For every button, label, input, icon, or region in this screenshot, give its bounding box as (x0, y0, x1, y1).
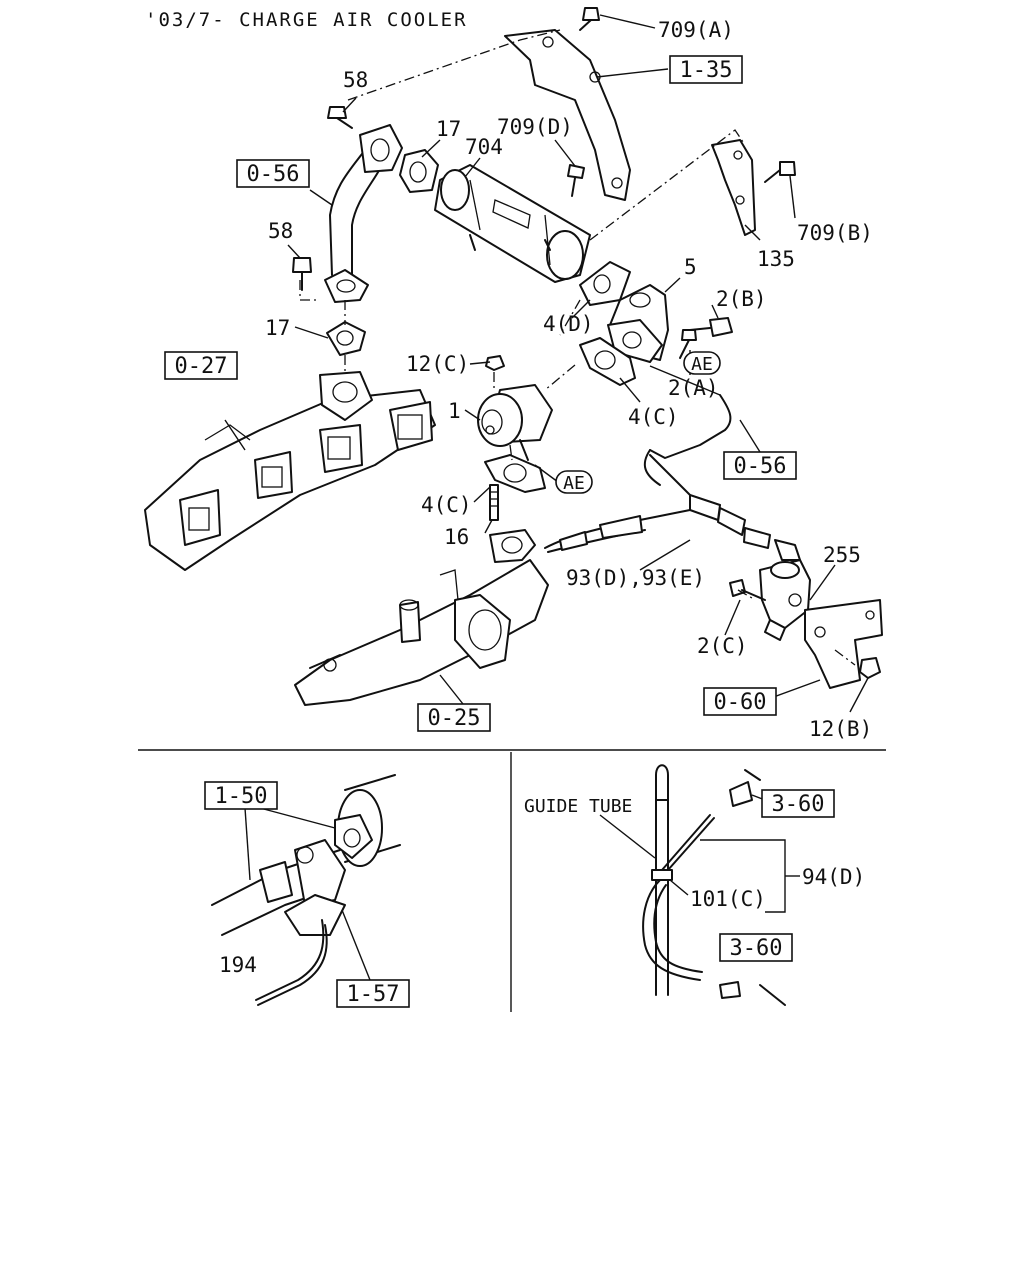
label-255: 255 (823, 543, 861, 567)
svg-text:0-56: 0-56 (247, 162, 300, 187)
label-194: 194 (219, 953, 257, 977)
ref-box-3-60-lower[interactable]: 3-60 (719, 933, 793, 962)
part-labels: 709(A) 58 17 709(D) 704 58 709(B) 135 5 … (219, 18, 873, 977)
ref-box-0-27[interactable]: 0-27 (164, 351, 238, 380)
bolt-58-upper (327, 106, 353, 129)
leader-lines (224, 14, 869, 981)
ref-box-1-50[interactable]: 1-50 (204, 781, 278, 810)
label-709a: 709(A) (658, 18, 734, 42)
label-16: 16 (444, 525, 469, 549)
exhaust-pipe (324, 124, 403, 303)
label-4c-upper: 4(C) (628, 405, 679, 429)
label-94d: 94(D) (802, 865, 865, 889)
label-58-lower: 58 (268, 219, 293, 243)
svg-text:0-56: 0-56 (734, 454, 787, 479)
label-1: 1 (448, 399, 461, 423)
diagram-title: '03/7- CHARGE AIR COOLER (145, 9, 468, 31)
gasket-4c-upper (579, 337, 636, 386)
vacuum-hoses (544, 394, 771, 553)
label-2c: 2(C) (697, 634, 748, 658)
label-58-upper: 58 (343, 68, 368, 92)
label-704: 704 (465, 135, 503, 159)
svg-text:0-25: 0-25 (428, 706, 481, 731)
label-709d: 709(D) (497, 115, 573, 139)
svg-text:0-60: 0-60 (714, 690, 767, 715)
nut-12b (859, 657, 881, 679)
svg-text:1-57: 1-57 (347, 982, 400, 1007)
svg-text:AE: AE (563, 473, 585, 494)
ref-box-3-60-upper[interactable]: 3-60 (761, 789, 835, 818)
bolt-709a (579, 7, 600, 31)
svg-text:1-35: 1-35 (680, 58, 733, 83)
svg-text:1-50: 1-50 (215, 784, 268, 809)
charge-air-cooler-704 (434, 164, 591, 283)
svg-text:3-60: 3-60 (730, 936, 783, 961)
ref-box-0-56-lower[interactable]: 0-56 (723, 451, 797, 480)
bolt-709b (764, 161, 796, 183)
callout-ae-upper[interactable]: AE (683, 351, 721, 375)
bolt-58-lower (292, 257, 312, 291)
vsv-bracket (804, 599, 883, 689)
label-101c: 101(C) (690, 887, 766, 911)
label-4c-lower: 4(C) (421, 493, 472, 517)
ref-box-1-57[interactable]: 1-57 (336, 979, 410, 1008)
ref-box-0-25[interactable]: 0-25 (417, 703, 491, 732)
gasket-17-lower (326, 321, 366, 356)
label-2b: 2(B) (716, 287, 767, 311)
svg-text:AE: AE (691, 354, 713, 375)
bolt-2a (679, 329, 697, 359)
bracket-135 (711, 139, 756, 236)
bolt-709d (567, 164, 585, 197)
label-2a: 2(A) (668, 376, 719, 400)
label-4d: 4(D) (543, 312, 594, 336)
label-17-lower: 17 (265, 316, 290, 340)
gasket-17-upper (399, 149, 439, 193)
inset-guide-tube (642, 764, 786, 1006)
stud-16 (489, 484, 499, 521)
label-93: 93(D),93(E) (566, 566, 705, 590)
label-12c: 12(C) (406, 352, 469, 376)
gasket-4c-lower (484, 454, 546, 493)
svg-text:0-27: 0-27 (175, 354, 228, 379)
ref-box-0-56-upper[interactable]: 0-56 (236, 159, 310, 188)
label-guide-tube: GUIDE TUBE (524, 796, 632, 817)
label-12b: 12(B) (809, 717, 872, 741)
ref-box-1-35[interactable]: 1-35 (669, 55, 743, 84)
label-5: 5 (684, 255, 697, 279)
ref-box-0-60[interactable]: 0-60 (703, 687, 777, 716)
inset-egr-cooler (211, 774, 401, 1006)
assembly-centerlines (299, 29, 856, 666)
egr-valve-1 (477, 384, 553, 461)
label-135: 135 (757, 247, 795, 271)
label-17-upper: 17 (436, 117, 461, 141)
bolt-2c (729, 579, 766, 601)
intake-manifold (294, 529, 549, 706)
label-709b: 709(B) (797, 221, 873, 245)
nut-12c (485, 355, 505, 371)
svg-text:3-60: 3-60 (772, 792, 825, 817)
callout-ae-lower[interactable]: AE (555, 470, 593, 494)
vsv-255 (759, 539, 811, 641)
exhaust-manifold (144, 371, 436, 571)
